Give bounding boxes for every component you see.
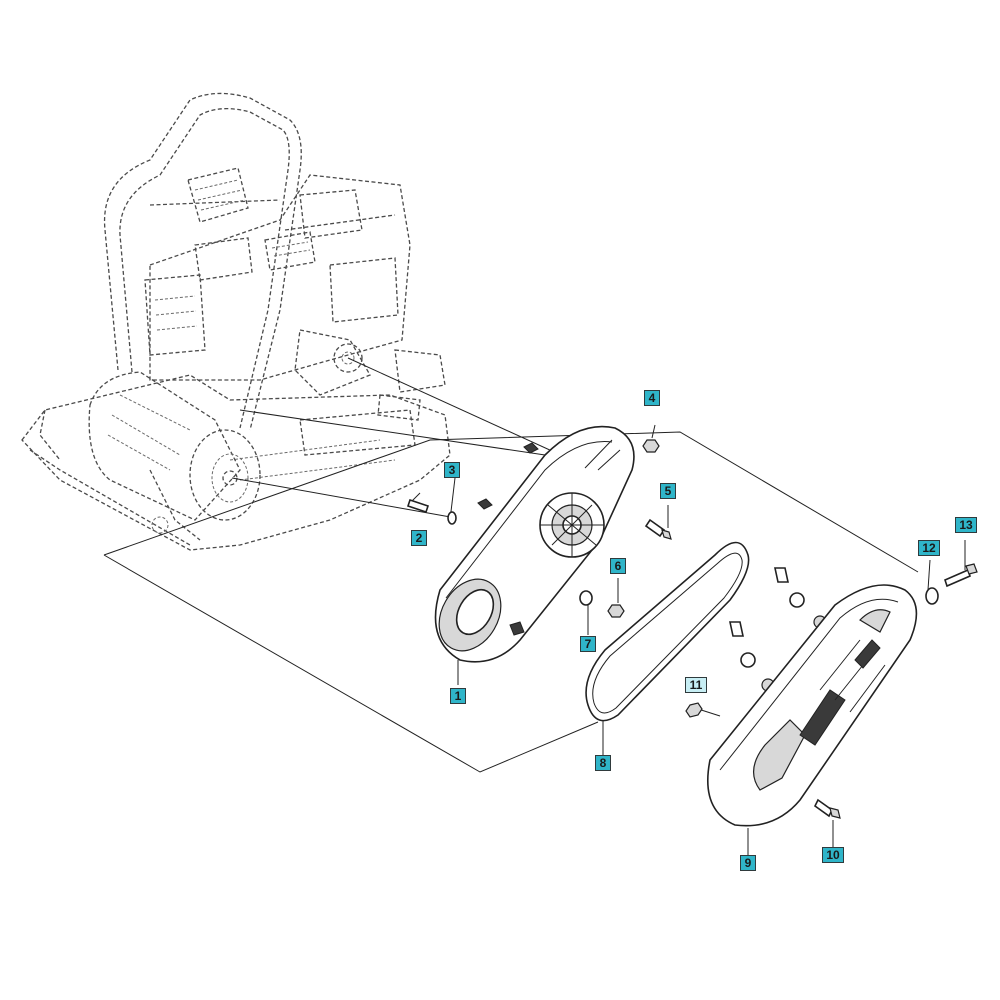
plate-compactor-outline bbox=[21, 92, 451, 551]
callout-12-label: 12 bbox=[922, 541, 936, 555]
leader-lines bbox=[103, 357, 966, 855]
callout-5-label: 5 bbox=[664, 484, 672, 498]
callout-1: 1 bbox=[450, 688, 466, 704]
callout-8: 8 bbox=[595, 755, 611, 771]
callout-7: 7 bbox=[580, 636, 596, 652]
callout-4-label: 4 bbox=[648, 391, 656, 405]
callout-3-label: 3 bbox=[448, 463, 456, 477]
callout-5: 5 bbox=[660, 483, 676, 499]
callout-12: 12 bbox=[918, 540, 940, 556]
callout-13: 13 bbox=[955, 517, 977, 533]
callout-8-label: 8 bbox=[599, 756, 607, 770]
callout-2-label: 2 bbox=[415, 531, 423, 545]
callout-4: 4 bbox=[644, 390, 660, 406]
callout-3: 3 bbox=[444, 462, 460, 478]
callout-10-label: 10 bbox=[826, 848, 840, 862]
v-belt bbox=[585, 541, 750, 722]
callout-9: 9 bbox=[740, 855, 756, 871]
callout-10: 10 bbox=[822, 847, 844, 863]
callout-6: 6 bbox=[610, 558, 626, 574]
callout-7-label: 7 bbox=[584, 637, 592, 651]
inner-belt-cover bbox=[434, 425, 635, 663]
callout-11: 11 bbox=[685, 677, 707, 693]
callout-11-label: 11 bbox=[689, 678, 703, 692]
callout-2: 2 bbox=[411, 530, 427, 546]
callout-1-label: 1 bbox=[454, 689, 462, 703]
outer-belt-cover bbox=[707, 584, 918, 827]
callout-6-label: 6 bbox=[614, 559, 622, 573]
callout-9-label: 9 bbox=[744, 856, 752, 870]
callout-13-label: 13 bbox=[959, 518, 973, 532]
